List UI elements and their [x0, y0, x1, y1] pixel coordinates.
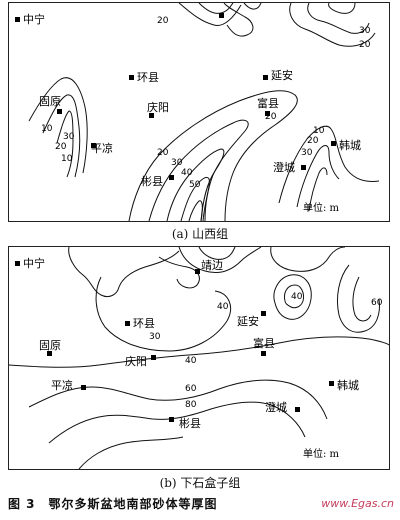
city-label-pingliang: 平凉 [51, 378, 73, 392]
city-label-pingliang: 平凉 [91, 141, 113, 155]
contour-map-b: 40 30 40 60 80 40 60 中宁 靖边 环县 延安 固原 庆阳 富… [9, 247, 389, 469]
contour-label: 20 [55, 142, 67, 152]
map-panel-shanxi-formation: 20 30 20 10 10 20 30 20 30 40 50 30 20 1… [8, 2, 390, 222]
contour-lines-b [9, 247, 389, 469]
city-label-zhongning: 中宁 [23, 256, 45, 270]
city-label-binxian: 彬县 [179, 417, 201, 430]
city-label-hancheng: 韩城 [337, 378, 359, 392]
city-label-chengcheng: 澄城 [265, 400, 287, 414]
map-panel-lower-shihezi-formation: 40 30 40 60 80 40 60 中宁 靖边 环县 延安 固原 庆阳 富… [8, 246, 390, 470]
city-marker-qingyang [151, 355, 156, 360]
contour-label: 40 [291, 292, 303, 302]
caption-b: (b) 下石盒子组 [159, 476, 241, 490]
city-marker-binxian [169, 175, 174, 180]
contour-labels-b: 40 30 40 60 80 40 60 [149, 292, 383, 410]
city-label-zhongning: 中宁 [23, 12, 45, 26]
city-label-guyuan: 固原 [39, 95, 61, 108]
city-label-jingbian: 靖边 [201, 259, 223, 272]
city-label-fuxian: 富县 [253, 336, 275, 350]
city-label-chengcheng: 澄城 [273, 160, 295, 174]
contour-label: 10 [313, 126, 325, 136]
city-marker-qingyang [149, 113, 154, 118]
city-marker-fuxian [261, 351, 266, 356]
city-marker-binxian [169, 417, 174, 422]
contour-label: 30 [149, 332, 161, 342]
unit-label-b: 单位: m [303, 447, 340, 460]
city-markers-a: 中宁 环县 延安 固原 庆阳 富县 平凉 韩城 澄城 彬县 [15, 12, 361, 188]
city-marker-chengcheng [301, 165, 306, 170]
contour-label: 20 [307, 136, 319, 146]
city-marker-yanan [261, 311, 266, 316]
contour-label: 80 [185, 400, 197, 410]
city-label-huanxian: 环县 [137, 71, 159, 84]
city-marker-zhongning [15, 261, 20, 266]
city-label-binxian: 彬县 [141, 175, 163, 188]
city-marker-pingliang [81, 385, 86, 390]
city-marker-zhongning [15, 17, 20, 22]
city-label-guyuan: 固原 [39, 339, 61, 352]
contour-label: 60 [185, 384, 197, 394]
city-marker-jingbian [195, 269, 200, 274]
city-markers-b: 中宁 靖边 环县 延安 固原 庆阳 富县 平凉 韩城 澄城 彬县 [15, 256, 359, 430]
contour-label: 30 [171, 158, 183, 168]
city-marker-chengcheng [295, 407, 300, 412]
caption-a: (a) 山西组 [171, 227, 229, 241]
city-label-hancheng: 韩城 [339, 138, 361, 152]
contour-label: 20 [157, 16, 169, 26]
contour-label: 30 [63, 132, 75, 142]
city-marker-yanan [263, 75, 268, 80]
city-marker-pingliang [91, 143, 96, 148]
contour-label: 30 [359, 26, 371, 36]
contour-label: 20 [157, 148, 169, 158]
city-label-qingyang: 庆阳 [147, 100, 169, 114]
contour-label: 20 [265, 112, 277, 122]
city-marker-huanxian [125, 321, 130, 326]
contour-label: 40 [181, 168, 193, 178]
contour-labels-a: 20 30 20 10 10 20 30 20 30 40 50 30 20 1… [41, 16, 371, 190]
city-label-qingyang: 庆阳 [125, 354, 147, 368]
city-label-yanan: 延安 [271, 68, 293, 82]
city-marker-hancheng [331, 141, 336, 146]
contour-label: 40 [217, 302, 229, 312]
city-marker-fuxian [265, 111, 270, 116]
city-marker-guyuan [57, 109, 62, 114]
city-marker-hancheng [329, 381, 334, 386]
figure-title: 图 3 鄂尔多斯盆地南部砂体等厚图 [8, 497, 218, 511]
city-marker-huanxian [129, 75, 134, 80]
contour-label: 60 [371, 298, 383, 308]
contour-label: 10 [61, 154, 73, 164]
contour-map-a: 20 30 20 10 10 20 30 20 30 40 50 30 20 1… [15, 3, 380, 221]
contour-label: 30 [301, 148, 313, 158]
contour-lines-a [28, 3, 380, 221]
contour-label: 20 [359, 40, 371, 50]
contour-label: 50 [189, 180, 201, 190]
contour-label: 40 [185, 356, 197, 366]
unit-label-a: 单位: m [303, 201, 340, 214]
city-label-fuxian: 富县 [257, 96, 279, 110]
contour-label: 10 [41, 124, 53, 134]
city-label-huanxian: 环县 [133, 317, 155, 330]
city-marker-north [219, 13, 224, 18]
city-label-yanan: 延安 [237, 314, 259, 328]
city-marker-guyuan [47, 351, 52, 356]
watermark: www.Egas.cn [321, 497, 394, 510]
